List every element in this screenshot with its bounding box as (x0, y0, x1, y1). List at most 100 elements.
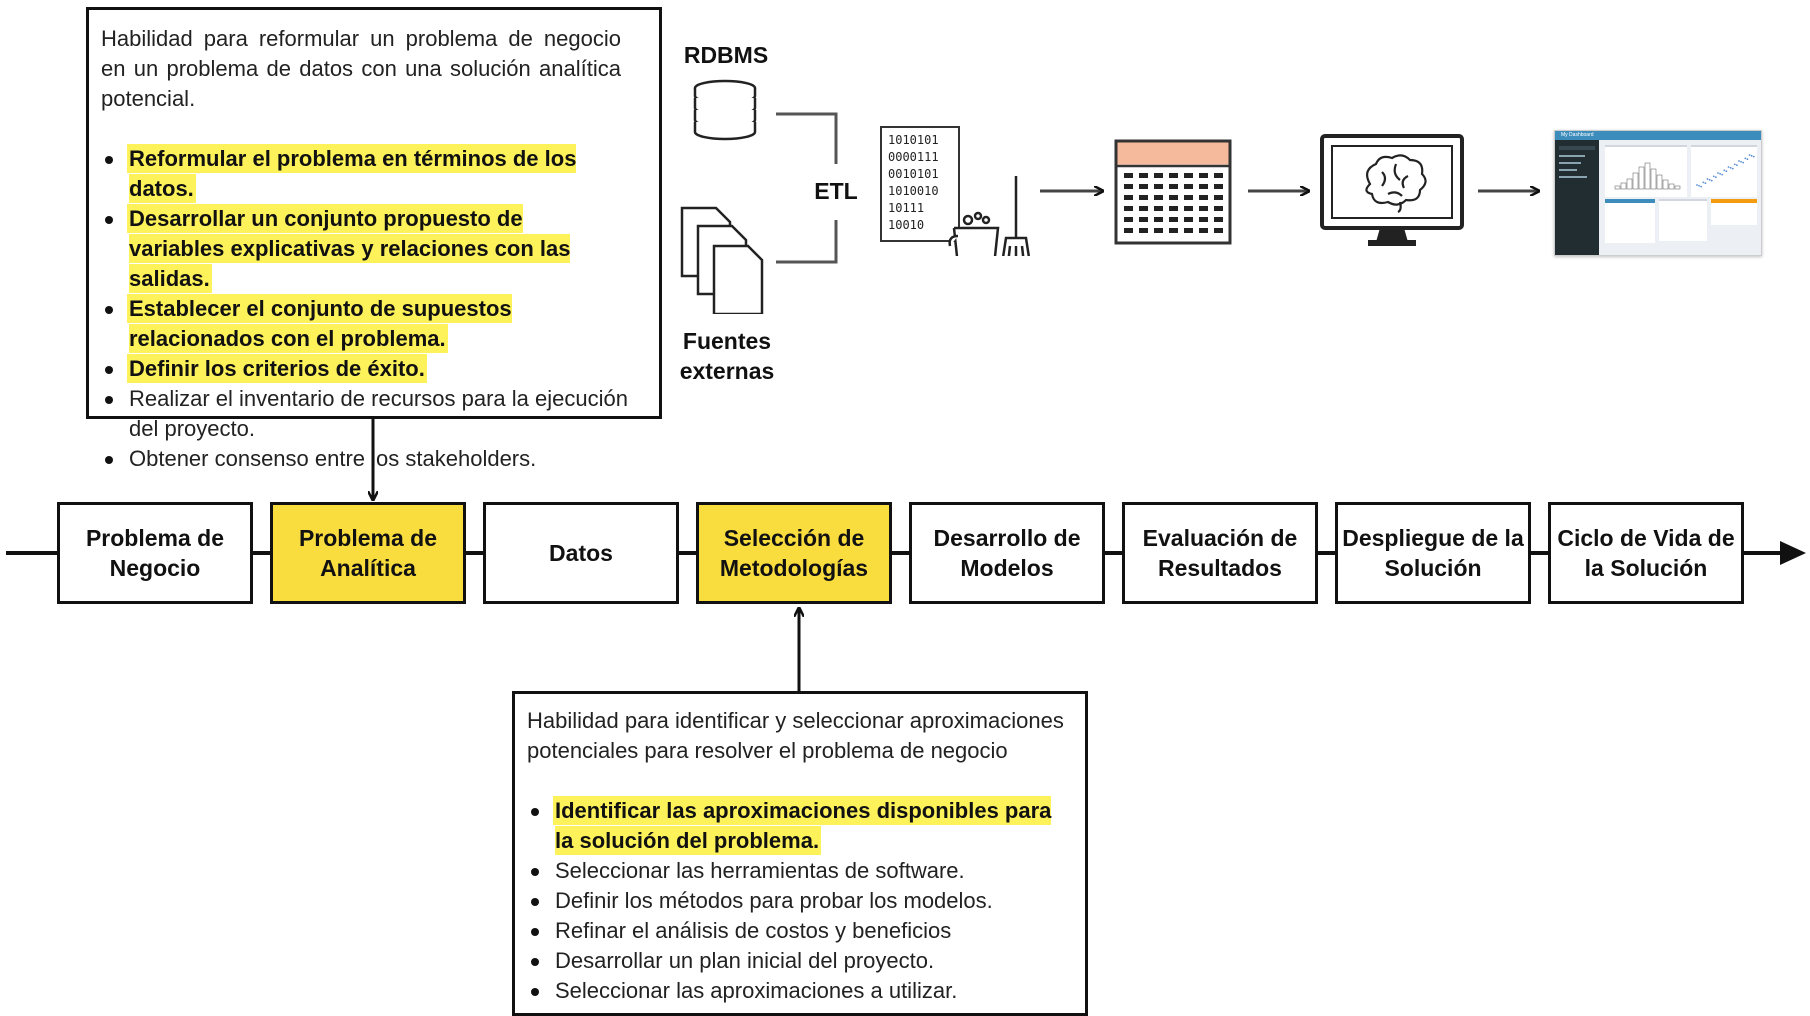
histogram-bar (1650, 168, 1657, 190)
table-cell (1169, 217, 1178, 222)
scatter-point (1719, 172, 1721, 175)
scatter-point (1731, 167, 1734, 170)
step-datos: Datos (483, 502, 679, 604)
table-cell (1154, 195, 1163, 200)
scatter-point (1750, 154, 1753, 157)
table-cell (1214, 206, 1223, 211)
scatter-point (1704, 182, 1707, 185)
table-cell (1124, 217, 1133, 222)
table-cell (1124, 206, 1133, 211)
table-cell (1124, 173, 1133, 178)
bottom-callout-intro: Habilidad para identificar y seleccionar… (527, 708, 1064, 763)
step-label: Ciclo de Vida de la Solución (1557, 525, 1735, 581)
scatter-point (1712, 175, 1715, 178)
scatter-point (1740, 160, 1742, 163)
bottom-callout: Habilidad para identificar y seleccionar… (512, 691, 1088, 1016)
table-cell (1184, 173, 1193, 178)
table-cell (1199, 206, 1208, 211)
brain-icon (1365, 154, 1427, 213)
table-cell (1199, 228, 1208, 233)
table-cell (1199, 173, 1208, 178)
table-cell (1184, 217, 1193, 222)
dashboard-radio-panel (1659, 199, 1707, 241)
scatter-point (1717, 172, 1719, 174)
step-label: Evaluación de Resultados (1142, 525, 1298, 581)
step-label: Datos (549, 540, 613, 566)
scatter-point (1721, 173, 1724, 176)
table-cell (1139, 228, 1148, 233)
scatter-point (1715, 176, 1717, 179)
scatter-point (1706, 178, 1709, 180)
database-icon (693, 79, 757, 141)
binary-data-panel: 1010101 0000111 0010101 1010010 10111 10… (880, 126, 960, 242)
bottom-callout-item: Identificar las aproximaciones disponibl… (527, 796, 1055, 856)
table-cell (1154, 206, 1163, 211)
binary-line: 1010101 (888, 133, 939, 147)
data-table-icon (1114, 139, 1232, 245)
top-callout: Habilidad para reformular un problema de… (86, 7, 662, 471)
binary-line: 0000111 (888, 150, 939, 164)
scatter-point (1727, 166, 1730, 168)
table-cell (1139, 217, 1148, 222)
scatter-point (1733, 163, 1736, 166)
step-seleccion-de-metodologias: Selección de Metodologías (696, 502, 892, 604)
binary-line: 1010010 (888, 184, 939, 198)
dashboard-title: My Dashboard (1561, 132, 1594, 138)
table-cell (1169, 173, 1178, 178)
scatter-point (1700, 185, 1703, 188)
table-cell (1199, 217, 1208, 222)
top-callout-item: Realizar el inventario de recursos para … (101, 384, 629, 444)
dashboard-input-panel (1605, 199, 1655, 243)
bottom-callout-item: Refinar el análisis de costos y benefici… (527, 916, 1071, 946)
bucket-broom-icon (948, 176, 1031, 256)
table-cell (1184, 195, 1193, 200)
table-cell (1169, 195, 1178, 200)
table-cell (1214, 184, 1223, 189)
histogram-bar (1656, 174, 1663, 190)
step-label: Despliegue de la Solución (1342, 525, 1524, 581)
step-problema-de-analitica: Problema de Analítica (270, 502, 466, 604)
fuentes-externas-label: Fuentes externas (679, 328, 775, 384)
dashboard-charts (1614, 154, 1755, 190)
step-label: Desarrollo de Modelos (933, 525, 1081, 581)
top-callout-item: Establecer el conjunto de supuestos rela… (101, 294, 519, 354)
table-cell (1154, 184, 1163, 189)
scatter-point (1738, 160, 1740, 162)
table-cell (1139, 173, 1148, 178)
table-cell (1169, 228, 1178, 233)
histogram-bar (1626, 178, 1633, 190)
scatter-point (1748, 154, 1751, 156)
table-header (1117, 142, 1229, 165)
table-cell (1139, 195, 1148, 200)
table-cell (1154, 228, 1163, 233)
step-label: Problema de Analítica (298, 525, 438, 581)
scatter-point (1725, 170, 1728, 173)
step-problema-de-negocio: Problema de Negocio (57, 502, 253, 604)
etl-label: ETL (814, 178, 858, 204)
scatter-point (1742, 161, 1745, 164)
scatter-point (1746, 158, 1749, 161)
dashboard-sidebar (1555, 140, 1599, 255)
scatter-point (1710, 179, 1713, 182)
histogram-bar (1632, 172, 1639, 190)
table-cell (1214, 195, 1223, 200)
top-callout-item: Desarrollar un conjunto propuesto de var… (101, 204, 599, 294)
scatter-point (1744, 157, 1747, 160)
bottom-callout-item: Seleccionar las aproximaciones a utiliza… (527, 976, 1071, 1006)
top-callout-item: Definir los criterios de éxito. (101, 354, 645, 384)
step-ciclo-de-vida-de-la-solucion: Ciclo de Vida de la Solución (1548, 502, 1744, 604)
table-cell (1124, 195, 1133, 200)
top-callout-intro: Habilidad para reformular un problema de… (101, 26, 621, 111)
table-cell (1169, 184, 1178, 189)
bottom-callout-item: Desarrollar un plan inicial del proyecto… (527, 946, 1071, 976)
histogram-bar (1638, 166, 1645, 190)
table-cell (1214, 173, 1223, 178)
table-cell (1124, 228, 1133, 233)
histogram-bar (1674, 185, 1681, 190)
step-desarrollo-de-modelos: Desarrollo de Modelos (909, 502, 1105, 604)
histogram-bar (1614, 185, 1621, 190)
bottom-callout-item: Seleccionar las herramientas de software… (527, 856, 1071, 886)
histogram-bar (1644, 162, 1651, 190)
scatter-point (1723, 169, 1726, 172)
top-callout-item: Obtener consenso entre los stakeholders. (101, 444, 645, 474)
